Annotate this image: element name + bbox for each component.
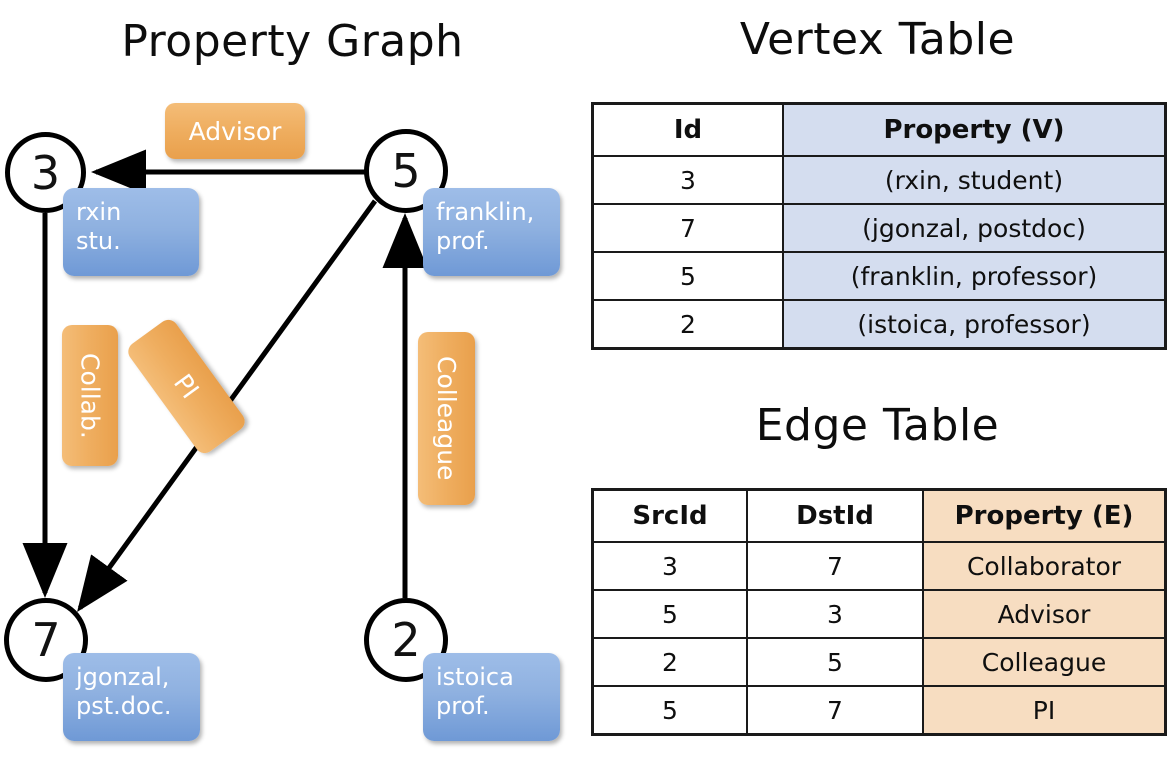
table-header-row: Id Property (V) xyxy=(592,103,1166,157)
vertex-header-property: Property (V) xyxy=(782,103,1166,157)
edge-cell-property: Colleague xyxy=(922,637,1166,687)
table-row: 5 7 PI xyxy=(592,685,1166,735)
edge-cell-dstid: 7 xyxy=(746,685,924,735)
vertex-header-id: Id xyxy=(592,103,784,157)
vertex-cell-id: 2 xyxy=(592,299,784,349)
table-row: 3 7 Collaborator xyxy=(592,541,1166,591)
graph-node-5[interactable]: 5 xyxy=(364,129,448,213)
node-callout-istoica-line1: istoica xyxy=(436,663,514,691)
edge-header-dstid: DstId xyxy=(746,489,924,543)
vertex-cell-property: (franklin, professor) xyxy=(782,251,1166,301)
edge-cell-dstid: 7 xyxy=(746,541,924,591)
edge-label-pi-text: PI xyxy=(168,368,205,405)
node-callout-rxin: rxin stu. xyxy=(63,188,199,276)
edge-cell-srcid: 2 xyxy=(592,637,748,687)
edge-label-collab: Collab. xyxy=(62,325,118,466)
edge-table: SrcId DstId Property (E) 3 7 Collaborato… xyxy=(592,489,1166,735)
edge-cell-property: PI xyxy=(922,685,1166,735)
vertex-cell-property: (rxin, student) xyxy=(782,155,1166,205)
table-row: 7 (jgonzal, postdoc) xyxy=(592,203,1166,253)
node-callout-jgonzal-line2: pst.doc. xyxy=(76,692,172,721)
table-row: 3 (rxin, student) xyxy=(592,155,1166,205)
edge-cell-property: Collaborator xyxy=(922,541,1166,591)
table-row: 5 3 Advisor xyxy=(592,589,1166,639)
node-callout-franklin: franklin, prof. xyxy=(423,188,560,276)
graph-node-2-label: 2 xyxy=(391,613,421,667)
vertex-table: Id Property (V) 3 (rxin, student) 7 (jgo… xyxy=(592,103,1166,349)
page-title-vertex-table: Vertex Table xyxy=(739,14,1016,65)
property-graph-diagram: Advisor Collab. PI Colleague 3 5 7 2 rxi… xyxy=(4,103,560,741)
edge-cell-dstid: 3 xyxy=(746,589,924,639)
edge-label-colleague: Colleague xyxy=(418,332,475,505)
edge-header-srcid: SrcId xyxy=(592,489,748,543)
table-header-row: SrcId DstId Property (E) xyxy=(592,489,1166,543)
vertex-cell-id: 5 xyxy=(592,251,784,301)
vertex-cell-id: 7 xyxy=(592,203,784,253)
page-title-edge-table: Edge Table xyxy=(755,400,1000,451)
node-callout-franklin-line2: prof. xyxy=(436,227,490,256)
graph-node-7-label: 7 xyxy=(31,613,61,667)
edge-label-advisor-text: Advisor xyxy=(188,116,282,146)
edge-cell-srcid: 5 xyxy=(592,589,748,639)
edge-label-collab-text: Collab. xyxy=(75,352,105,439)
vertex-cell-property: (jgonzal, postdoc) xyxy=(782,203,1166,253)
edge-cell-property: Advisor xyxy=(922,589,1166,639)
node-callout-rxin-line1: rxin xyxy=(76,198,122,226)
node-callout-istoica: istoica prof. xyxy=(423,653,560,741)
node-callout-rxin-line2: stu. xyxy=(76,227,121,256)
node-callout-jgonzal: jgonzal, pst.doc. xyxy=(63,653,200,741)
graph-node-5-label: 5 xyxy=(391,144,421,198)
page-title-property-graph: Property Graph xyxy=(121,16,464,67)
table-row: 5 (franklin, professor) xyxy=(592,251,1166,301)
node-callout-jgonzal-line1: jgonzal, xyxy=(76,663,170,691)
edge-cell-srcid: 3 xyxy=(592,541,748,591)
edge-cell-dstid: 5 xyxy=(746,637,924,687)
edge-cell-srcid: 5 xyxy=(592,685,748,735)
graph-node-2[interactable]: 2 xyxy=(364,598,448,682)
node-callout-istoica-line2: prof. xyxy=(436,692,490,721)
graph-node-3-label: 3 xyxy=(30,145,61,200)
node-callout-franklin-line1: franklin, xyxy=(436,198,535,226)
vertex-cell-property: (istoica, professor) xyxy=(782,299,1166,349)
edge-header-property: Property (E) xyxy=(922,489,1166,543)
table-row: 2 (istoica, professor) xyxy=(592,299,1166,349)
vertex-cell-id: 3 xyxy=(592,155,784,205)
edge-label-advisor: Advisor xyxy=(165,103,305,159)
edge-label-colleague-text: Colleague xyxy=(432,356,461,481)
table-row: 2 5 Colleague xyxy=(592,637,1166,687)
